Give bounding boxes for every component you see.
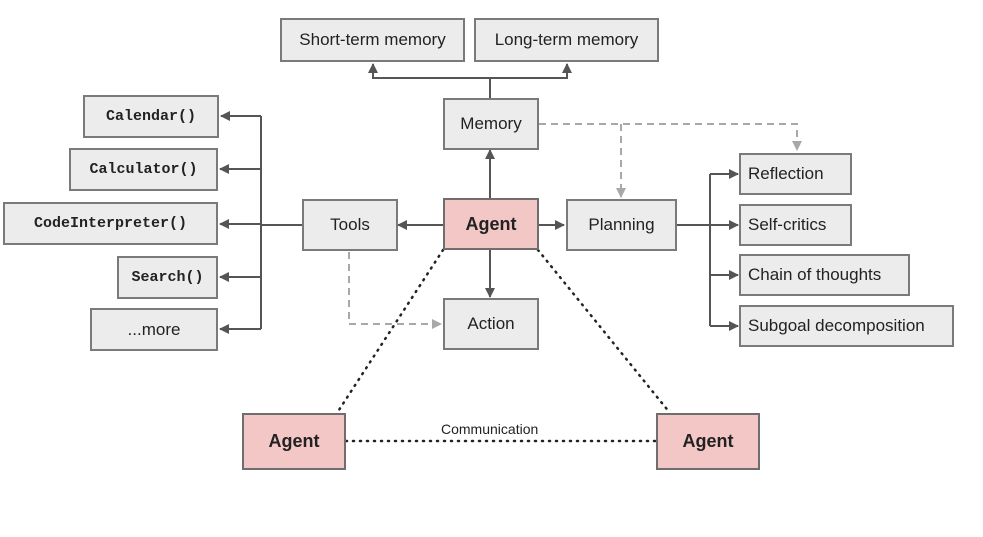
dashed-edge-memory-to-reflection <box>539 123 802 151</box>
short-term-memory-label: Short-term memory <box>299 30 446 49</box>
long-term-memory-node: Long-term memory <box>474 18 659 62</box>
dotted-edge-agent-to-right-agent <box>536 248 672 415</box>
more-tools-node: ...more <box>90 308 218 351</box>
short-term-memory-node: Short-term memory <box>280 18 465 62</box>
code-interpreter-tool-label: CodeInterpreter() <box>33 215 188 232</box>
dashed-edge-tools-to-action <box>348 252 442 329</box>
tools-node: Tools <box>302 199 398 251</box>
dotted-edge-agent-to-left-agent <box>335 248 445 415</box>
reflection-label: Reflection <box>748 164 824 183</box>
self-critics-label: Self-critics <box>748 215 827 234</box>
agent-right-node: Agent <box>656 413 760 470</box>
edge-to-long-term-memory <box>490 63 572 79</box>
action-label: Action <box>467 314 515 333</box>
more-tools-label: ...more <box>127 319 181 339</box>
code-interpreter-tool-node: CodeInterpreter() <box>3 202 218 245</box>
search-tool-label: Search() <box>131 269 204 286</box>
agent-center-label: Agent <box>465 213 517 234</box>
chain-of-thoughts-label: Chain of thoughts <box>748 265 882 284</box>
reflection-node: Reflection <box>739 153 852 195</box>
agent-left-node: Agent <box>242 413 346 470</box>
action-node: Action <box>443 298 539 350</box>
planning-node: Planning <box>566 199 677 251</box>
long-term-memory-label: Long-term memory <box>494 30 639 49</box>
subgoal-decomposition-label: Subgoal decomposition <box>748 316 925 335</box>
communication-label: Communication <box>441 421 539 437</box>
calendar-tool-node: Calendar() <box>83 95 219 138</box>
self-critics-node: Self-critics <box>739 204 852 246</box>
calendar-tool-label: Calendar() <box>105 108 196 125</box>
search-tool-node: Search() <box>117 256 218 299</box>
subgoal-decomposition-node: Subgoal decomposition <box>739 305 954 347</box>
agent-center-node: Agent <box>443 198 539 250</box>
edge-memory-to-memory-types <box>373 77 491 98</box>
chain-of-thoughts-node: Chain of thoughts <box>739 254 910 296</box>
agent-left-label: Agent <box>268 431 320 451</box>
memory-node: Memory <box>443 98 539 150</box>
calculator-tool-label: Calculator() <box>89 161 198 178</box>
calculator-tool-node: Calculator() <box>69 148 218 191</box>
planning-label: Planning <box>588 215 655 234</box>
tools-label: Tools <box>330 215 370 234</box>
agent-right-label: Agent <box>682 431 734 451</box>
memory-label: Memory <box>460 114 522 133</box>
